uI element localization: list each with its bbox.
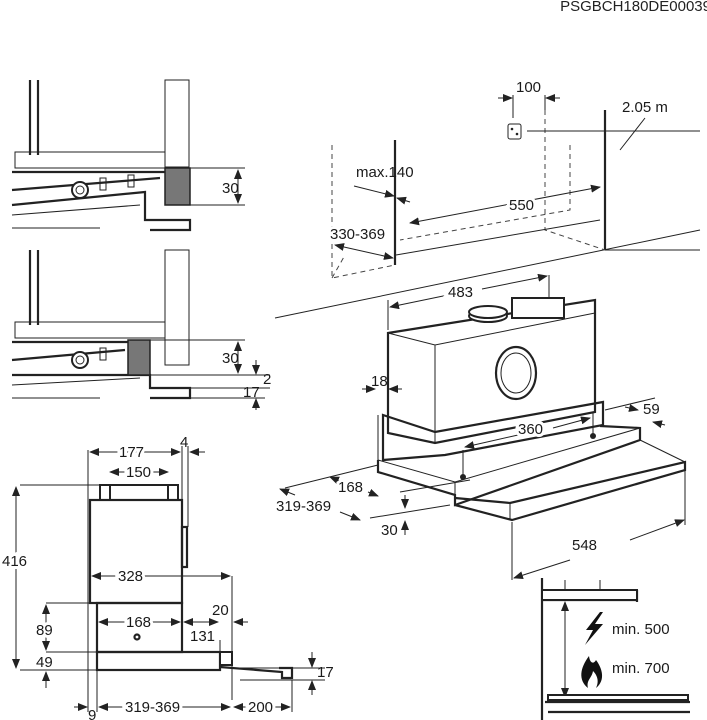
electric-icon xyxy=(585,612,603,645)
dim-height-label: 30 xyxy=(222,350,239,367)
detail-cabinet-flush: 30 xyxy=(11,79,245,232)
dim-bottom-label: 17 xyxy=(243,384,260,401)
dim-bottom-height: 49 xyxy=(36,654,53,671)
dim-height-total: 416 xyxy=(2,553,27,570)
dim-lower-height: 89 xyxy=(36,622,53,639)
installation-view: 100 2.05 m max.140 550 330-369 xyxy=(274,79,701,319)
gas-flame-icon xyxy=(581,656,603,688)
dim-max-depth: max.140 xyxy=(356,164,414,181)
filler-block xyxy=(127,339,151,376)
dim-front-height: 30 xyxy=(381,522,398,539)
side-view: 177 4 150 416 328 89 49 168 131 20 17 9 … xyxy=(0,434,334,720)
clearance-view: min. 500 min. 700 xyxy=(540,578,690,720)
socket-icon xyxy=(507,123,522,140)
dim-depth-range: 319-369 xyxy=(276,498,331,515)
filler-block xyxy=(164,167,191,206)
dim-gap-label: 2 xyxy=(263,371,271,388)
hood-view: 483 18 360 59 168 319-369 30 548 xyxy=(273,273,687,580)
dim-offset-right: 4 xyxy=(180,434,188,451)
dim-duct-width: 150 xyxy=(126,464,151,481)
dim-extension: 200 xyxy=(248,699,273,716)
clearance-gas: min. 700 xyxy=(612,660,670,677)
dim-side-gap: 18 xyxy=(371,373,388,390)
document-code: PSGBCH180DE00039 xyxy=(560,0,707,15)
dim-depth-inner: 168 xyxy=(338,479,363,496)
dim-spacing: 100 xyxy=(516,79,541,96)
detail-cabinet-recessed: 30 2 17 xyxy=(11,249,271,410)
dim-front-gap: 20 xyxy=(212,602,229,619)
dim-cabinet-width: 550 xyxy=(509,197,534,214)
hob xyxy=(547,694,689,701)
dim-body-depth: 328 xyxy=(118,568,143,585)
dim-width-top: 483 xyxy=(448,284,473,301)
dim-front-offset: 131 xyxy=(190,628,215,645)
clearance-electric: min. 500 xyxy=(612,621,670,638)
dim-socket-height: 2.05 m xyxy=(622,99,668,116)
dim-width-total: 177 xyxy=(119,444,144,461)
dim-panel-width: 548 xyxy=(572,537,597,554)
dim-height-label: 30 xyxy=(222,180,239,197)
dim-left-offset: 9 xyxy=(88,707,96,720)
dim-inner-width: 168 xyxy=(126,614,151,631)
dim-hole-offset: 59 xyxy=(643,401,660,418)
dim-depth-range: 319-369 xyxy=(125,699,180,716)
dim-hole-spacing: 360 xyxy=(518,421,543,438)
dim-panel-thickness: 17 xyxy=(317,664,334,681)
dim-cabinet-depth: 330-369 xyxy=(330,226,385,243)
